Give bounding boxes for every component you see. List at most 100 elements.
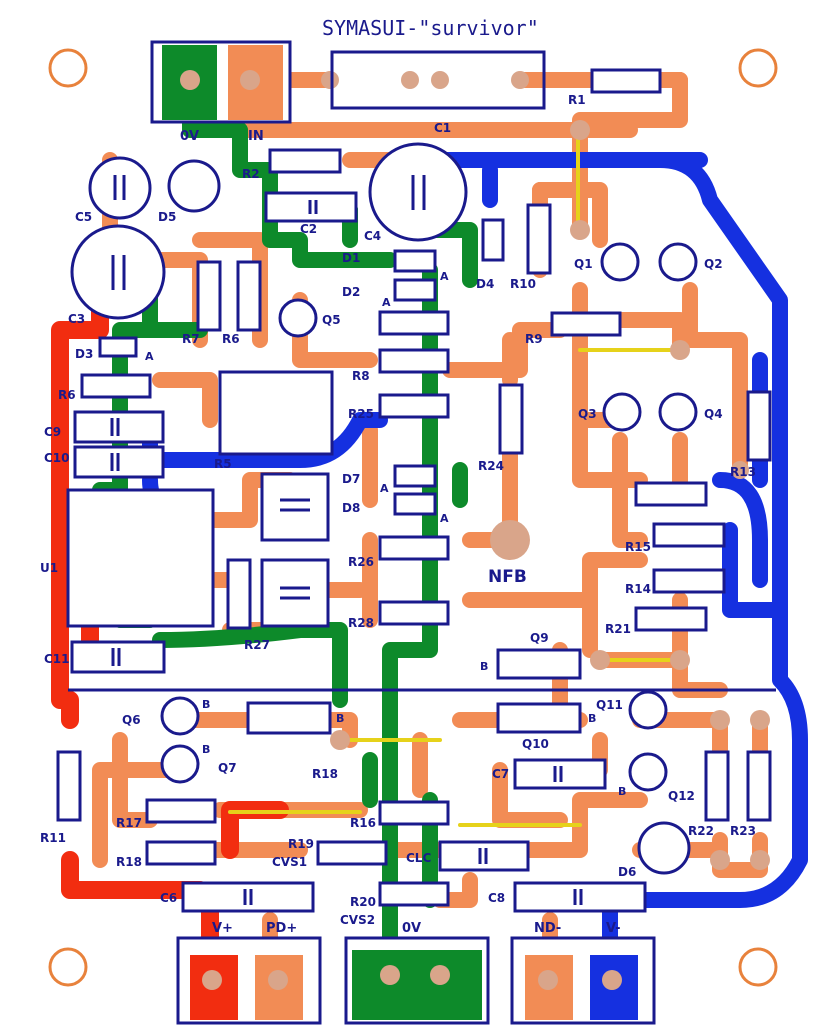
label-q11: Q11 (596, 698, 623, 712)
label-r1: R1 (568, 93, 586, 107)
diode-d3-body (98, 336, 138, 358)
label-anode-d1: A (440, 270, 449, 283)
trimmer-r5-body (218, 370, 334, 456)
bias-block-lower (260, 558, 330, 628)
led-d5-body (167, 159, 221, 213)
transistor-q1-body (600, 242, 640, 282)
led-d6-body (637, 821, 691, 875)
label-r9: R9 (525, 332, 543, 346)
resistor-r21-body (634, 606, 708, 632)
label-anode-d2: A (382, 296, 391, 309)
label-q5: Q5 (322, 313, 341, 327)
diode-d8-body (393, 492, 437, 516)
resistor-r28-body (378, 600, 450, 626)
label-r25: R25 (348, 407, 374, 421)
resistor-r6-body (236, 260, 262, 332)
transistor-q6-body (160, 696, 200, 736)
transistor-q2-body (658, 242, 698, 282)
label-r15: R15 (625, 540, 651, 554)
resistor-r-mid2 (378, 348, 450, 374)
pads (321, 71, 770, 870)
resistor-r13-body (746, 390, 772, 462)
resistor-r19-body (316, 840, 388, 866)
label-c6: C6 (160, 891, 177, 905)
label-d5: D5 (158, 210, 176, 224)
label-r19: R19 (288, 837, 314, 851)
diode-d4-body (481, 218, 505, 262)
label-q10: Q10 (522, 737, 549, 751)
label-q2: Q2 (704, 257, 723, 271)
label-clc: CLC (406, 851, 431, 865)
pad (670, 650, 690, 670)
pad (570, 120, 590, 140)
label-c3: C3 (68, 312, 85, 326)
label-input-in: IN (248, 129, 264, 144)
resistor-r24-body (498, 383, 524, 455)
diode-d1-body (393, 249, 437, 273)
label-d4: D4 (476, 277, 494, 291)
label-r23: R23 (730, 824, 756, 838)
label-r7: R7 (182, 332, 200, 346)
label-r24: R24 (478, 459, 504, 473)
mount-hole-bottom-right (738, 947, 778, 987)
label-base-q6: B (202, 698, 210, 711)
label-q12: Q12 (668, 789, 695, 803)
resistor-r9-body (550, 311, 622, 337)
label-c9: C9 (44, 425, 61, 439)
label-r6: R6 (222, 332, 240, 346)
label-r27: R27 (244, 638, 270, 652)
label-r16: R16 (350, 816, 376, 830)
connector-header-c1 (330, 50, 546, 110)
label-q4: Q4 (704, 407, 723, 421)
pad (321, 71, 339, 89)
connector-ground-out (344, 936, 490, 1025)
label-input-0v: 0V (180, 129, 199, 144)
pad (731, 461, 749, 479)
resistor-r10-body (526, 203, 552, 275)
capacitor-polarity-marks (110, 175, 583, 905)
label-base-q7: B (202, 743, 210, 756)
label-q3: Q3 (578, 407, 597, 421)
label-c8: C8 (488, 891, 505, 905)
mount-hole-bottom-left (48, 947, 88, 987)
transistor-q3-body (602, 392, 642, 432)
resistor-r7-body (196, 260, 222, 332)
label-base-q12: B (618, 785, 626, 798)
resistor-q-bias (634, 481, 708, 507)
diode-d2-body (393, 278, 437, 302)
connector-supply-left (176, 936, 322, 1025)
label-c5: C5 (75, 210, 92, 224)
pad (710, 850, 730, 870)
connector-input (150, 40, 292, 124)
transistor-q-mid (246, 701, 332, 735)
mount-holes (48, 48, 778, 987)
transistor-q5-body (278, 298, 318, 338)
label-d1: D1 (342, 251, 360, 265)
label-r20: R20 (350, 895, 376, 909)
transistor-q11-body (628, 690, 668, 730)
label-r5: R5 (214, 457, 232, 471)
capacitor-c4-body (368, 142, 468, 242)
component-outlines (56, 68, 772, 913)
board-title: SYMASUI-"survivor" (322, 16, 539, 40)
transistors (160, 242, 698, 792)
label-r22: R22 (688, 824, 714, 838)
label-r21: R21 (605, 622, 631, 636)
pad (511, 71, 529, 89)
pad (490, 520, 530, 560)
label-nd-minus: ND- (534, 921, 561, 936)
transistor-q10-body (496, 702, 582, 734)
label-r26: R26 (348, 555, 374, 569)
resistor-r18-body (145, 840, 217, 866)
label-r8: R8 (352, 369, 370, 383)
transistor-q9-body (496, 648, 582, 680)
label-base-q11: B (588, 712, 596, 725)
transistor-q12-body (628, 752, 668, 792)
label-r14: R14 (625, 582, 651, 596)
label-d7: D7 (342, 472, 360, 486)
transistor-q4-body (658, 392, 698, 432)
resistor-r26-body (378, 535, 450, 561)
label-r6b: R6 (58, 388, 76, 402)
capacitor-clc-body (438, 840, 530, 872)
label-base-qmid: B (336, 712, 344, 725)
